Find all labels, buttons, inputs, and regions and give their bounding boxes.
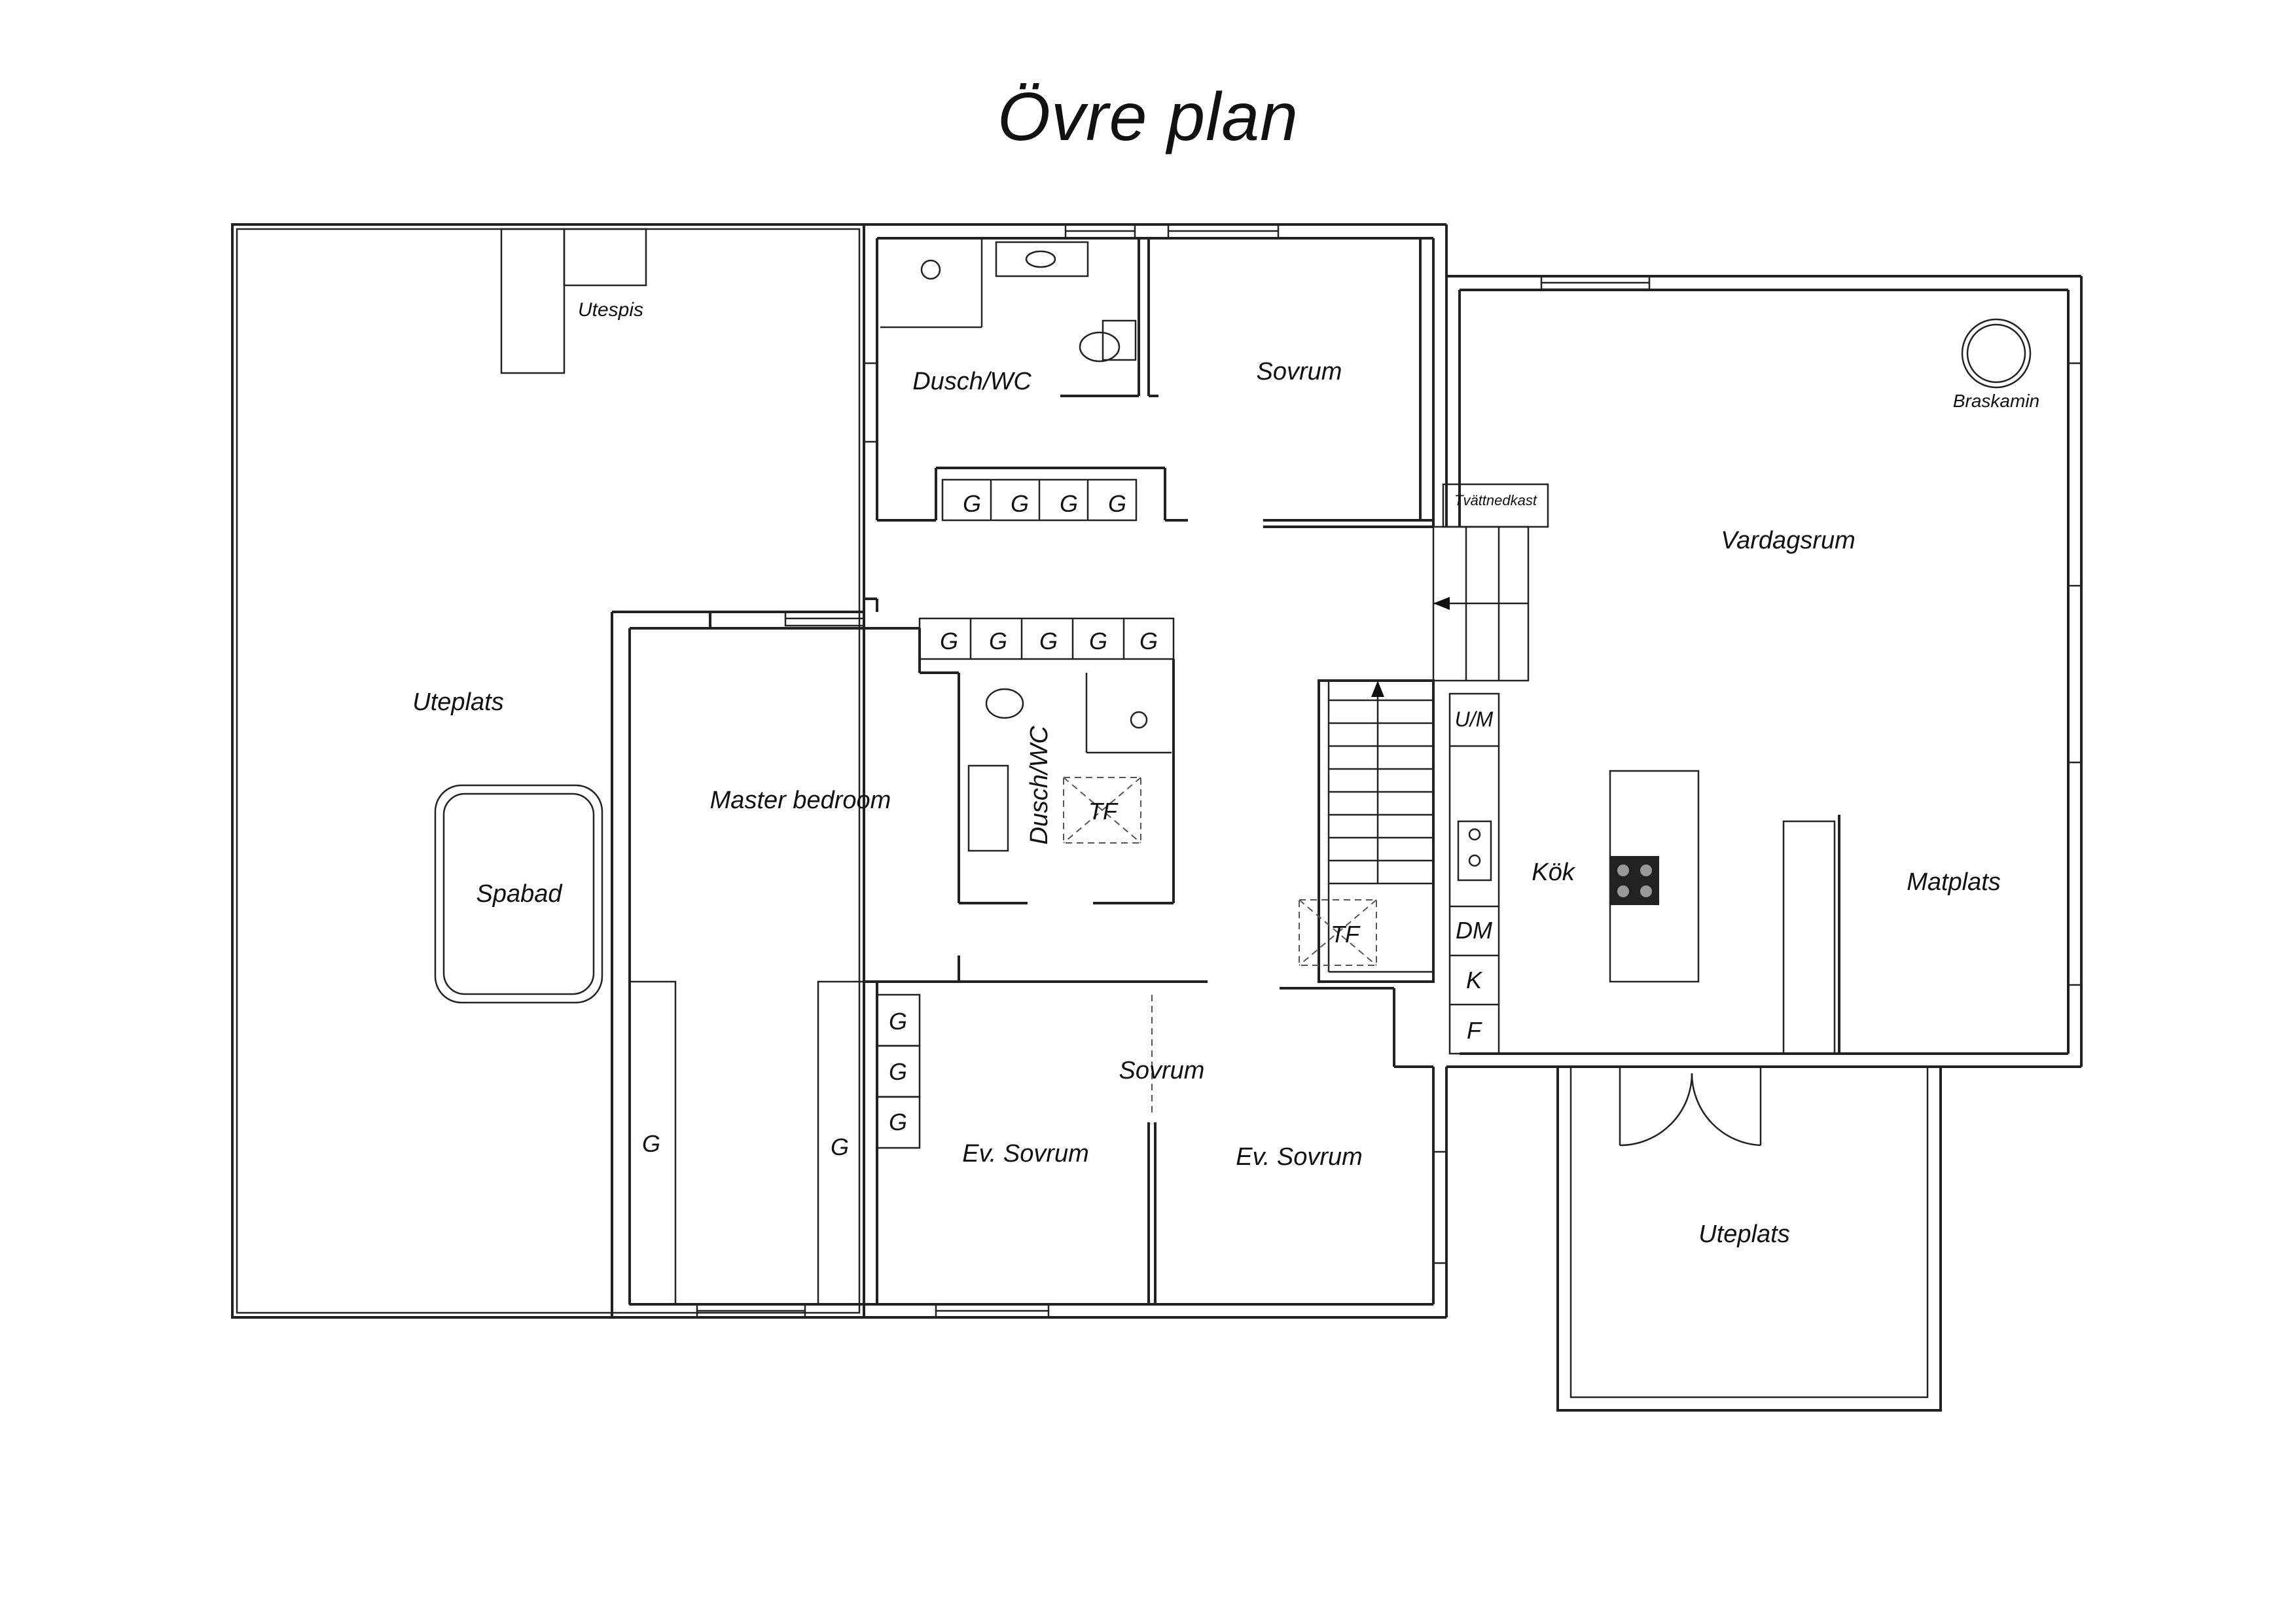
label-dm: DM [1456,917,1492,944]
plan-title: Övre plan [997,79,1299,155]
label-sovrum-top: Sovrum [1257,358,1342,385]
wardrobe-label: G [1139,628,1158,654]
left-terrace-walls [231,223,865,1319]
label-k: K [1466,967,1483,993]
windows [696,223,2083,1319]
wardrobe-label: G [989,628,1007,654]
label-dusch-wc-top: Dusch/WC [912,368,1031,395]
wardrobe-label: G [963,490,981,517]
kitchen [1448,692,1840,1055]
label-tvattnedkast: Tvättnedkast [1454,492,1537,508]
label-tf-stair: TF [1331,921,1361,948]
wardrobe-label: G [831,1133,849,1160]
bedroom-wing-interior [628,955,1433,1306]
wardrobe-label: G [1011,490,1029,517]
middle-bathroom [918,617,1175,904]
wardrobe-label: G [1039,628,1058,654]
label-utespis: Utespis [578,299,643,321]
spa-bath [434,784,603,1004]
label-uteplats-left: Uteplats [412,688,503,716]
label-ev-sovrum-left: Ev. Sovrum [962,1140,1089,1168]
label-spabad: Spabad [476,880,563,908]
wardrobe-label: G [1060,490,1078,517]
label-master-bedroom: Master bedroom [710,787,891,814]
wardrobe-label: G [1108,490,1126,517]
label-matplats: Matplats [1907,868,2001,896]
label-kok: Kök [1532,859,1575,886]
label-f: F [1467,1017,1482,1044]
upper-bedroom [1149,237,1433,528]
wardrobe-label: G [889,1109,907,1135]
label-braskamin: Braskamin [1953,391,2039,411]
room-labels: Uteplats Utespis Spabad Dusch/WC Sovrum … [412,299,2039,1248]
label-uteplats-right: Uteplats [1698,1221,1789,1248]
label-um: U/M [1455,707,1494,731]
wardrobe-labels: G G G G G G G G G G G G G G [642,490,1158,1160]
wardrobe-label: G [940,628,958,654]
label-dusch-wc-mid: Dusch/WC [1026,726,1053,845]
wardrobe-label: G [642,1130,660,1157]
label-sovrum-mid: Sovrum [1119,1057,1205,1084]
staircase [1299,483,1549,983]
wardrobe-label: G [889,1058,907,1085]
right-terrace [1556,1065,1942,1412]
label-ev-sovrum-right: Ev. Sovrum [1236,1143,1363,1171]
label-tf-bath: TF [1088,798,1119,825]
wardrobe-label: G [1089,628,1107,654]
label-vardagsrum: Vardagsrum [1721,527,1856,554]
upper-bathroom [877,238,1188,522]
kitchen-unit-labels: U/M DM K F [1455,707,1494,1044]
outdoor-kitchen [500,228,647,374]
wardrobe-label: G [889,1008,907,1035]
